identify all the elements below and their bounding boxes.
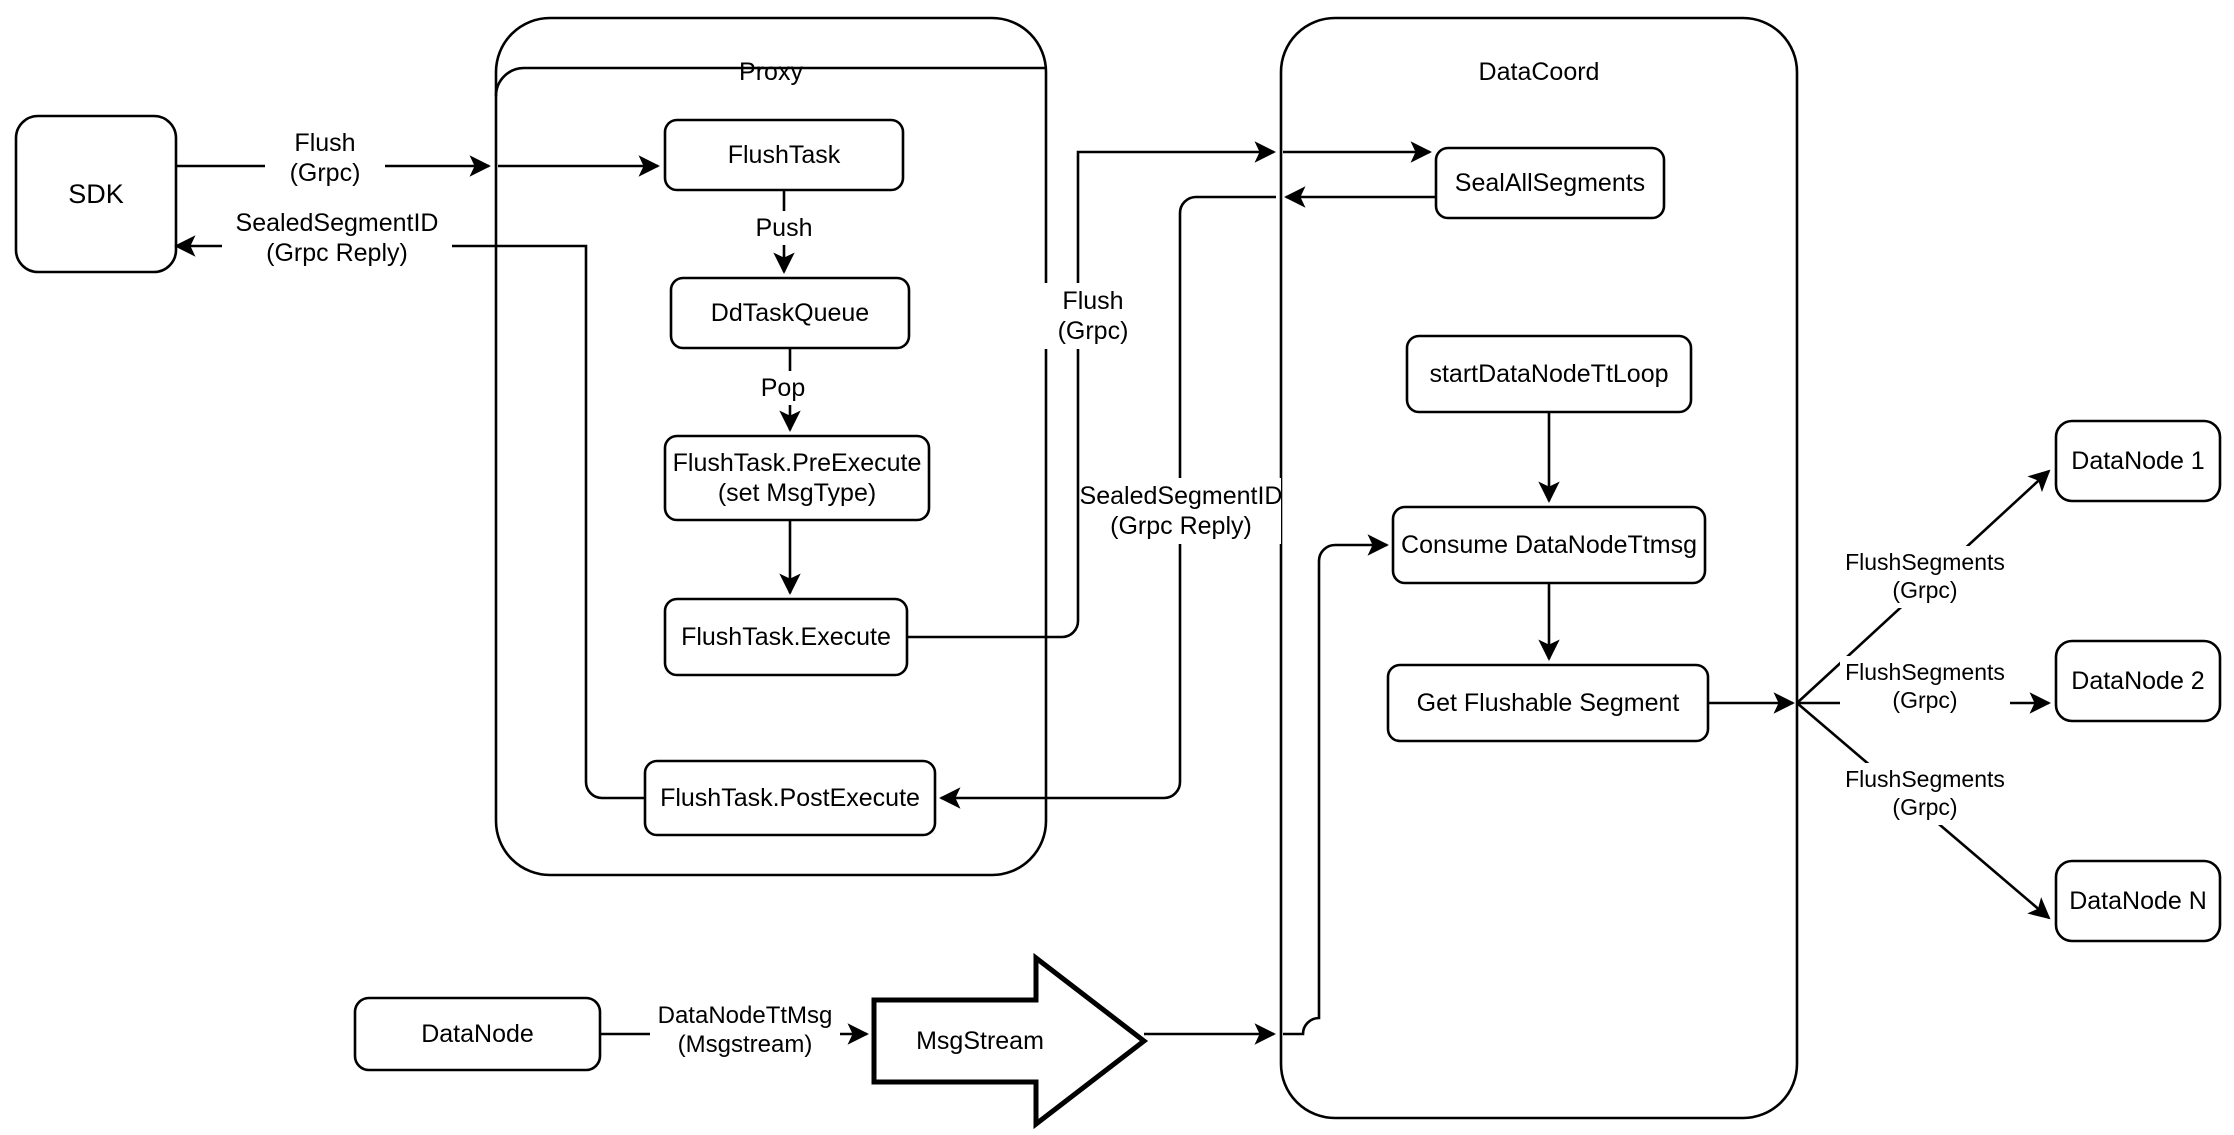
edge-msgstream-up-to-consume: [1283, 534, 1389, 1036]
node-sealallsegments[interactable]: [1434, 146, 1666, 220]
node-datanoden[interactable]: [2054, 859, 2222, 943]
node-datanode1[interactable]: [2054, 419, 2222, 503]
node-sdk[interactable]: [14, 114, 178, 274]
node-postexecute[interactable]: [643, 759, 937, 837]
edge-seal-reply-route: [941, 197, 1276, 798]
node-datanode2[interactable]: [2054, 639, 2222, 723]
node-consumettmsg[interactable]: [1391, 505, 1707, 585]
node-preexecute[interactable]: [663, 434, 931, 522]
node-execute[interactable]: [663, 597, 909, 677]
group-proxy[interactable]: [494, 16, 1048, 877]
edge-post-to-sdk: [174, 235, 645, 800]
edge-proxy-top-route: [494, 66, 1046, 97]
node-datanode_bottom[interactable]: [353, 996, 602, 1072]
node-flushtask[interactable]: [663, 118, 905, 192]
edge-junction-to-dn1: [1796, 469, 2051, 704]
group-containers: [494, 16, 1799, 1120]
node-getflushable[interactable]: [1386, 663, 1710, 743]
edge-seal-reply-leg: [939, 195, 1276, 809]
node-shapes: [14, 114, 2222, 1072]
connector-layer: [174, 66, 2051, 1045]
group-datacoord[interactable]: [1279, 16, 1799, 1120]
edge-junction-to-dnn: [1796, 702, 2051, 920]
node-startdnttloop[interactable]: [1405, 334, 1693, 414]
msgstream-block-arrow: [871, 952, 1149, 1130]
node-ddtaskqueue[interactable]: [669, 276, 911, 350]
edge-exec-to-datacoord: [907, 141, 1276, 639]
